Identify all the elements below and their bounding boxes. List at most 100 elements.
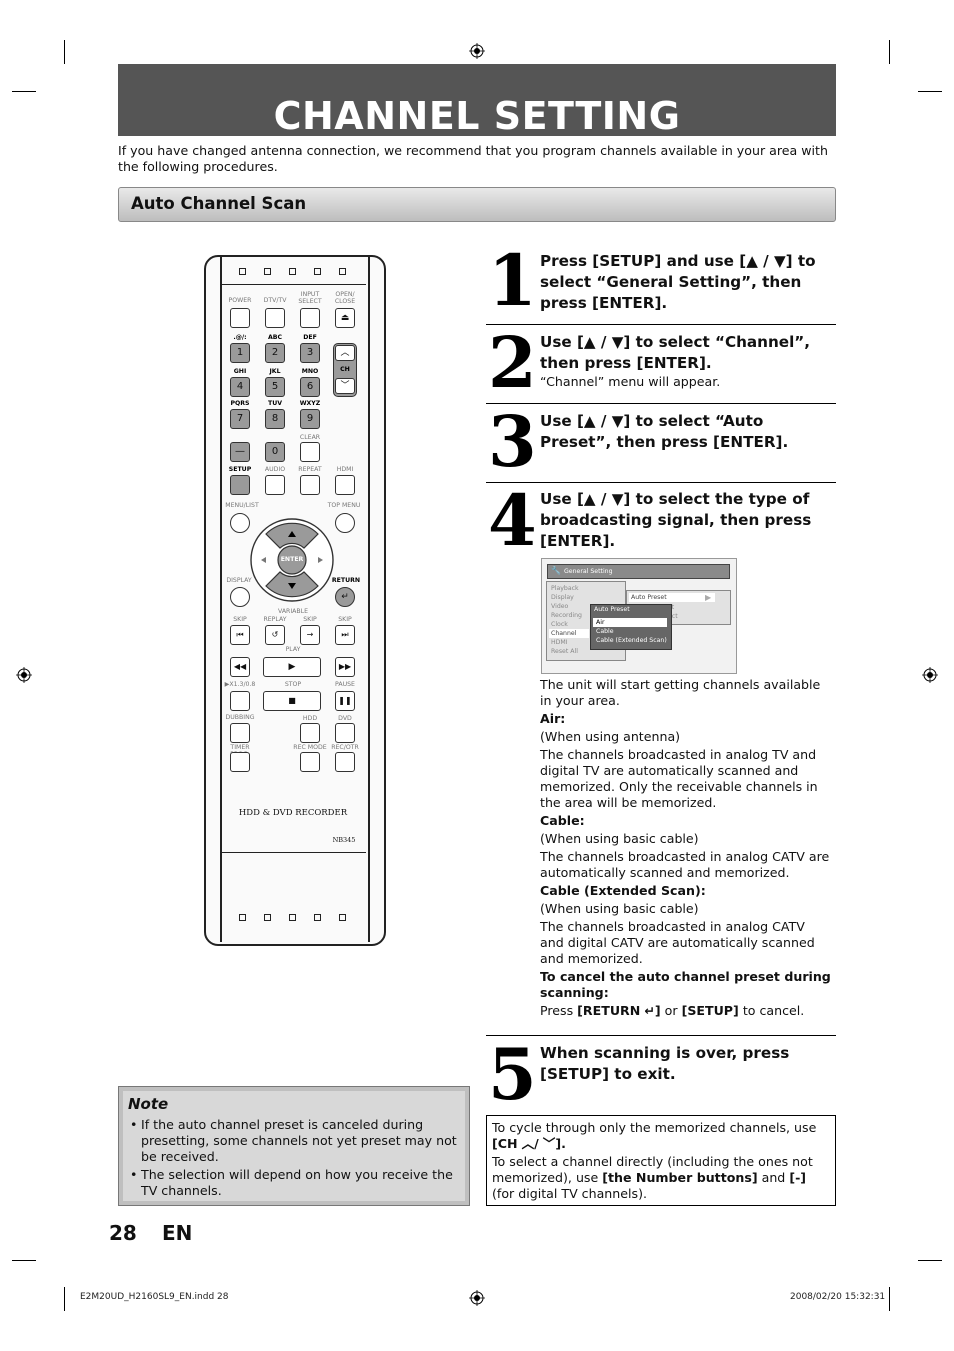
dtvtv-button[interactable]	[265, 308, 285, 328]
crop-mark	[64, 40, 65, 64]
chevron-up-icon: ︿	[521, 1136, 535, 1151]
timer-prog-button[interactable]	[230, 752, 250, 772]
step-number: 5	[488, 1033, 537, 1116]
display-button[interactable]	[230, 587, 250, 607]
crop-mark	[12, 91, 36, 92]
menu-item[interactable]: Recording	[551, 612, 582, 619]
note-title: Note	[128, 1095, 169, 1113]
number-1-button[interactable]: 1	[230, 343, 250, 363]
number-6-button[interactable]: 6	[300, 377, 320, 397]
remote-indicator	[339, 268, 346, 275]
pause-icon[interactable]: ❚❚	[335, 691, 355, 711]
language-code: EN	[162, 1221, 193, 1245]
key-name: ].	[555, 1136, 566, 1151]
popup-option[interactable]: Cable (Extended Scan)	[596, 637, 667, 644]
input-select-button[interactable]	[300, 308, 320, 328]
return-icon[interactable]: ↵	[335, 587, 355, 607]
hdd-button[interactable]	[300, 723, 320, 743]
tip-line: To select a channel directly (including …	[492, 1154, 830, 1202]
hdmi-button[interactable]	[335, 475, 355, 495]
key-name: [RETURN	[577, 1003, 641, 1018]
menu-item[interactable]: HDMI	[551, 639, 568, 646]
cancel-instruction: Press [RETURN ↵] or [SETUP] to cancel.	[540, 1003, 832, 1019]
step-divider	[486, 482, 836, 483]
stop-icon[interactable]: ■	[263, 691, 321, 711]
number-7-button[interactable]: 7	[230, 409, 250, 429]
note-inner: Note If the auto channel preset is cance…	[123, 1091, 465, 1201]
number-8-button[interactable]: 8	[265, 409, 285, 429]
rec-otr-button[interactable]	[335, 752, 355, 772]
popup-option[interactable]: Air	[596, 619, 605, 626]
fast-forward-icon[interactable]: ▶▶	[335, 657, 355, 677]
channel-up-icon[interactable]: ︿	[335, 345, 355, 361]
menu-item[interactable]: Playback	[551, 585, 579, 592]
popup-option[interactable]: Cable	[596, 628, 614, 635]
menu-title-bar: 🔧 General Setting	[547, 564, 730, 579]
number-3-button[interactable]: 3	[300, 343, 320, 363]
step-title: Use [▲ / ▼] to select the type of broadc…	[540, 490, 812, 550]
page-number: 28	[109, 1221, 137, 1245]
tip-box: To cycle through only the memorized chan…	[486, 1115, 836, 1206]
dvd-button[interactable]	[335, 723, 355, 743]
popup-highlight	[593, 618, 667, 627]
speed-button[interactable]	[230, 691, 250, 711]
number-4-button[interactable]: 4	[230, 377, 250, 397]
submenu-item[interactable]: Auto Preset	[631, 594, 667, 601]
remote-label-x13: ▶X1.3/0.8	[224, 681, 256, 688]
rewind-icon[interactable]: ◀◀	[230, 657, 250, 677]
step-title: Use [▲ / ▼] to select “Channel”, then pr…	[540, 333, 811, 372]
body-paragraph: (When using basic cable)	[540, 901, 699, 916]
remote-label-dtvtv: DTV/TV	[263, 297, 287, 304]
option-heading: Cable:	[540, 813, 585, 828]
rec-mode-button[interactable]	[300, 752, 320, 772]
remote-model: NB345	[332, 836, 356, 844]
crop-mark	[889, 40, 890, 64]
remote-indicator	[239, 914, 246, 921]
arrow-right-icon: ▶	[705, 593, 712, 602]
wrench-icon: 🔧	[551, 566, 561, 575]
dpad[interactable]	[249, 517, 335, 603]
menu-item[interactable]: Reset All	[551, 648, 578, 655]
tip-text: and	[761, 1170, 786, 1185]
remote-label-jkl: JKL	[269, 368, 281, 375]
remote-label-repeat: REPEAT	[298, 466, 322, 473]
dubbing-button[interactable]	[230, 723, 250, 743]
remote-indicator	[314, 914, 321, 921]
play-icon[interactable]: ▶	[263, 657, 321, 677]
audio-button[interactable]	[265, 475, 285, 495]
setup-button[interactable]	[230, 475, 250, 495]
tip-text: To select a channel directly (including …	[492, 1154, 813, 1185]
footer-date: 2008/02/20 15:32:31	[790, 1292, 886, 1302]
menu-item[interactable]: Clock	[551, 621, 568, 628]
body-text: to cancel.	[742, 1003, 805, 1018]
submenu-item[interactable]: ect	[668, 613, 678, 620]
skip-back-icon[interactable]: ⏮	[230, 625, 250, 645]
skip-forward-icon[interactable]: ⏭	[335, 625, 355, 645]
number-5-button[interactable]: 5	[265, 377, 285, 397]
tip-text: (for digital TV channels).	[492, 1186, 647, 1201]
menu-item[interactable]: Video	[551, 603, 569, 610]
channel-down-icon[interactable]: ﹀	[335, 378, 355, 394]
menu-item[interactable]: Channel	[551, 630, 577, 637]
number-9-button[interactable]: 9	[300, 409, 320, 429]
eject-icon[interactable]: ⏏	[335, 308, 355, 328]
menu-list-button[interactable]	[230, 513, 250, 533]
remote-label-skip1: SKIP	[233, 616, 247, 623]
repeat-button[interactable]	[300, 475, 320, 495]
clear-button[interactable]	[300, 442, 320, 462]
remote-label-play: PLAY	[285, 646, 301, 653]
menu-item-highlight	[549, 629, 589, 638]
step-divider	[486, 1035, 836, 1036]
menu-item[interactable]: Display	[551, 594, 574, 601]
option-heading: Cable (Extended Scan):	[540, 883, 706, 898]
number-2-button[interactable]: 2	[265, 343, 285, 363]
power-button[interactable]	[230, 308, 250, 328]
skip-icon[interactable]: →	[300, 625, 320, 645]
registration-mark-icon	[16, 667, 32, 683]
dash-button[interactable]: —	[230, 442, 250, 462]
remote-label-topmenu: TOP MENU	[327, 502, 361, 509]
number-0-button[interactable]: 0	[265, 442, 285, 462]
popup-panel: Auto Preset Air Cable Cable (Extended Sc…	[590, 604, 672, 650]
replay-icon[interactable]: ↺	[265, 625, 285, 645]
top-menu-button[interactable]	[335, 513, 355, 533]
